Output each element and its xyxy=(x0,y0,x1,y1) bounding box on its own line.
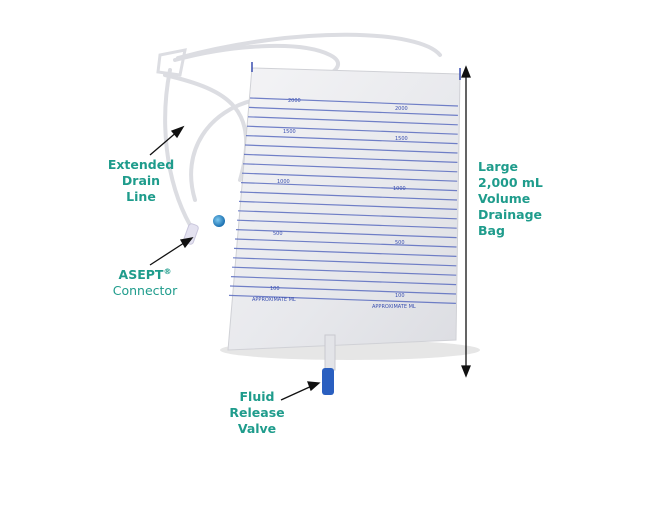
scale-mark: 100 xyxy=(395,293,405,299)
graduation-line xyxy=(237,210,457,220)
valve-stem xyxy=(324,334,336,371)
graduation-line xyxy=(248,106,458,116)
drainage-bag xyxy=(227,67,461,351)
label-line: Line xyxy=(126,189,156,204)
label-line: 2,000 mL xyxy=(478,175,543,190)
graduation-line xyxy=(232,257,457,267)
graduation-line xyxy=(239,191,458,201)
graduation-line xyxy=(231,266,457,276)
scale-mark: 500 xyxy=(273,231,283,237)
label-line: Extended xyxy=(107,157,175,172)
scale-mark: 2000 xyxy=(395,106,408,112)
scale-unit: APPROXIMATE ML xyxy=(252,297,296,303)
scale-mark: 2000 xyxy=(288,98,301,104)
graduation-line xyxy=(229,285,457,295)
label-extended-drain-line: Extended Drain Line xyxy=(100,157,182,205)
label-line: Valve xyxy=(237,421,277,436)
label-line: Fluid xyxy=(239,389,275,404)
graduation-line xyxy=(247,116,458,126)
label-line: Drain xyxy=(121,173,161,188)
scale-mark: 1000 xyxy=(277,179,290,185)
graduation-line xyxy=(243,153,458,163)
graduation-line xyxy=(245,135,458,145)
scale-mark: 1000 xyxy=(393,186,406,192)
graduation-line xyxy=(228,294,456,304)
graduation-line xyxy=(233,247,457,257)
graduation-line xyxy=(235,229,457,239)
graduation-line xyxy=(236,219,457,229)
graduation-line xyxy=(241,172,458,182)
graduation-line xyxy=(234,238,457,248)
graduation-line xyxy=(238,200,457,210)
graduation-line xyxy=(230,276,457,286)
tubing-clamp-ball xyxy=(213,215,225,227)
scale-mark: 100 xyxy=(270,286,280,292)
graduation-line xyxy=(242,163,458,173)
label-asept-connector: ASEPT® Connector xyxy=(102,264,188,299)
scale-mark: 1500 xyxy=(283,129,296,135)
graduation-line xyxy=(246,125,458,135)
graduation-line xyxy=(240,182,458,192)
fluid-release-valve xyxy=(322,368,334,395)
label-line: Volume xyxy=(478,191,531,206)
label-line: Drainage xyxy=(478,207,543,222)
scale-mark: 500 xyxy=(395,240,405,246)
scale-unit: APPROXIMATE ML xyxy=(372,304,416,310)
scale-mark: 1500 xyxy=(395,136,408,142)
connector-name: ASEPT xyxy=(118,267,164,283)
label-line: Large xyxy=(478,159,518,174)
label-fluid-release-valve: Fluid Release Valve xyxy=(222,389,292,437)
label-line: Release xyxy=(229,405,285,420)
label-line: Bag xyxy=(478,223,505,238)
graduation-line xyxy=(244,144,458,154)
bag-scale-labels: 2000 2000 1500 1500 1000 1000 500 500 10… xyxy=(252,98,416,310)
registered-mark: ® xyxy=(163,267,172,276)
label-drainage-bag: Large 2,000 mL Volume Drainage Bag xyxy=(478,159,578,239)
graduation-line xyxy=(249,97,459,107)
label-line: Connector xyxy=(112,283,178,299)
